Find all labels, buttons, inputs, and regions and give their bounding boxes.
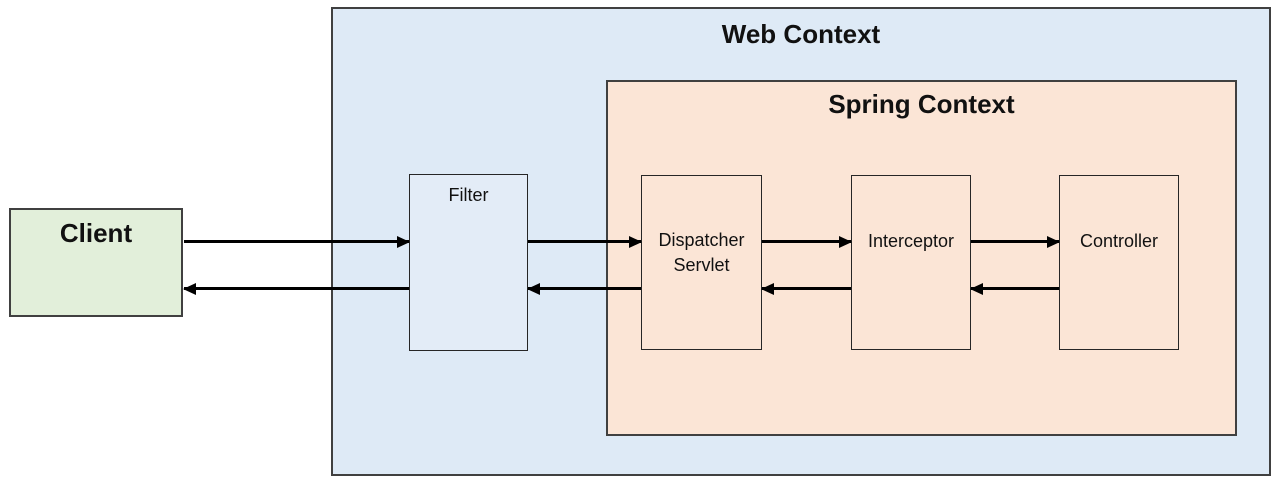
arrowhead-right-icon bbox=[839, 235, 852, 248]
arrowhead-left-icon bbox=[761, 282, 774, 295]
node-dispatcher-servlet: Dispatcher Servlet bbox=[641, 175, 762, 350]
node-controller-label: Controller bbox=[1079, 231, 1159, 251]
node-filter: Filter bbox=[409, 174, 528, 351]
node-filter-label: Filter bbox=[448, 185, 489, 205]
node-controller: Controller bbox=[1059, 175, 1179, 350]
node-client: Client bbox=[9, 208, 183, 317]
arrow-controller-to-interceptor bbox=[970, 282, 1059, 295]
arrowhead-right-icon bbox=[629, 235, 642, 248]
arrow-dispatcher-servlet-to-filter bbox=[527, 282, 641, 295]
arrow-filter-to-client bbox=[183, 282, 409, 295]
node-interceptor-label: Interceptor bbox=[867, 231, 955, 251]
arrowhead-left-icon bbox=[527, 282, 540, 295]
arrowhead-left-icon bbox=[970, 282, 983, 295]
arrow-interceptor-to-dispatcher-servlet bbox=[761, 282, 851, 295]
web-context-title: Web Context bbox=[721, 19, 881, 49]
spring-context-title: Spring Context bbox=[828, 89, 1015, 119]
arrow-interceptor-to-controller bbox=[971, 235, 1060, 248]
node-client-label: Client bbox=[59, 218, 133, 248]
arrow-dispatcher-servlet-to-interceptor bbox=[762, 235, 852, 248]
arrow-filter-to-dispatcher-servlet bbox=[528, 235, 642, 248]
arrowhead-right-icon bbox=[1047, 235, 1060, 248]
arrowhead-left-icon bbox=[183, 282, 196, 295]
node-interceptor: Interceptor bbox=[851, 175, 971, 350]
node-dispatcher-servlet-label: Dispatcher Servlet bbox=[658, 230, 745, 275]
arrowhead-right-icon bbox=[397, 235, 410, 248]
arrow-client-to-filter bbox=[184, 235, 410, 248]
